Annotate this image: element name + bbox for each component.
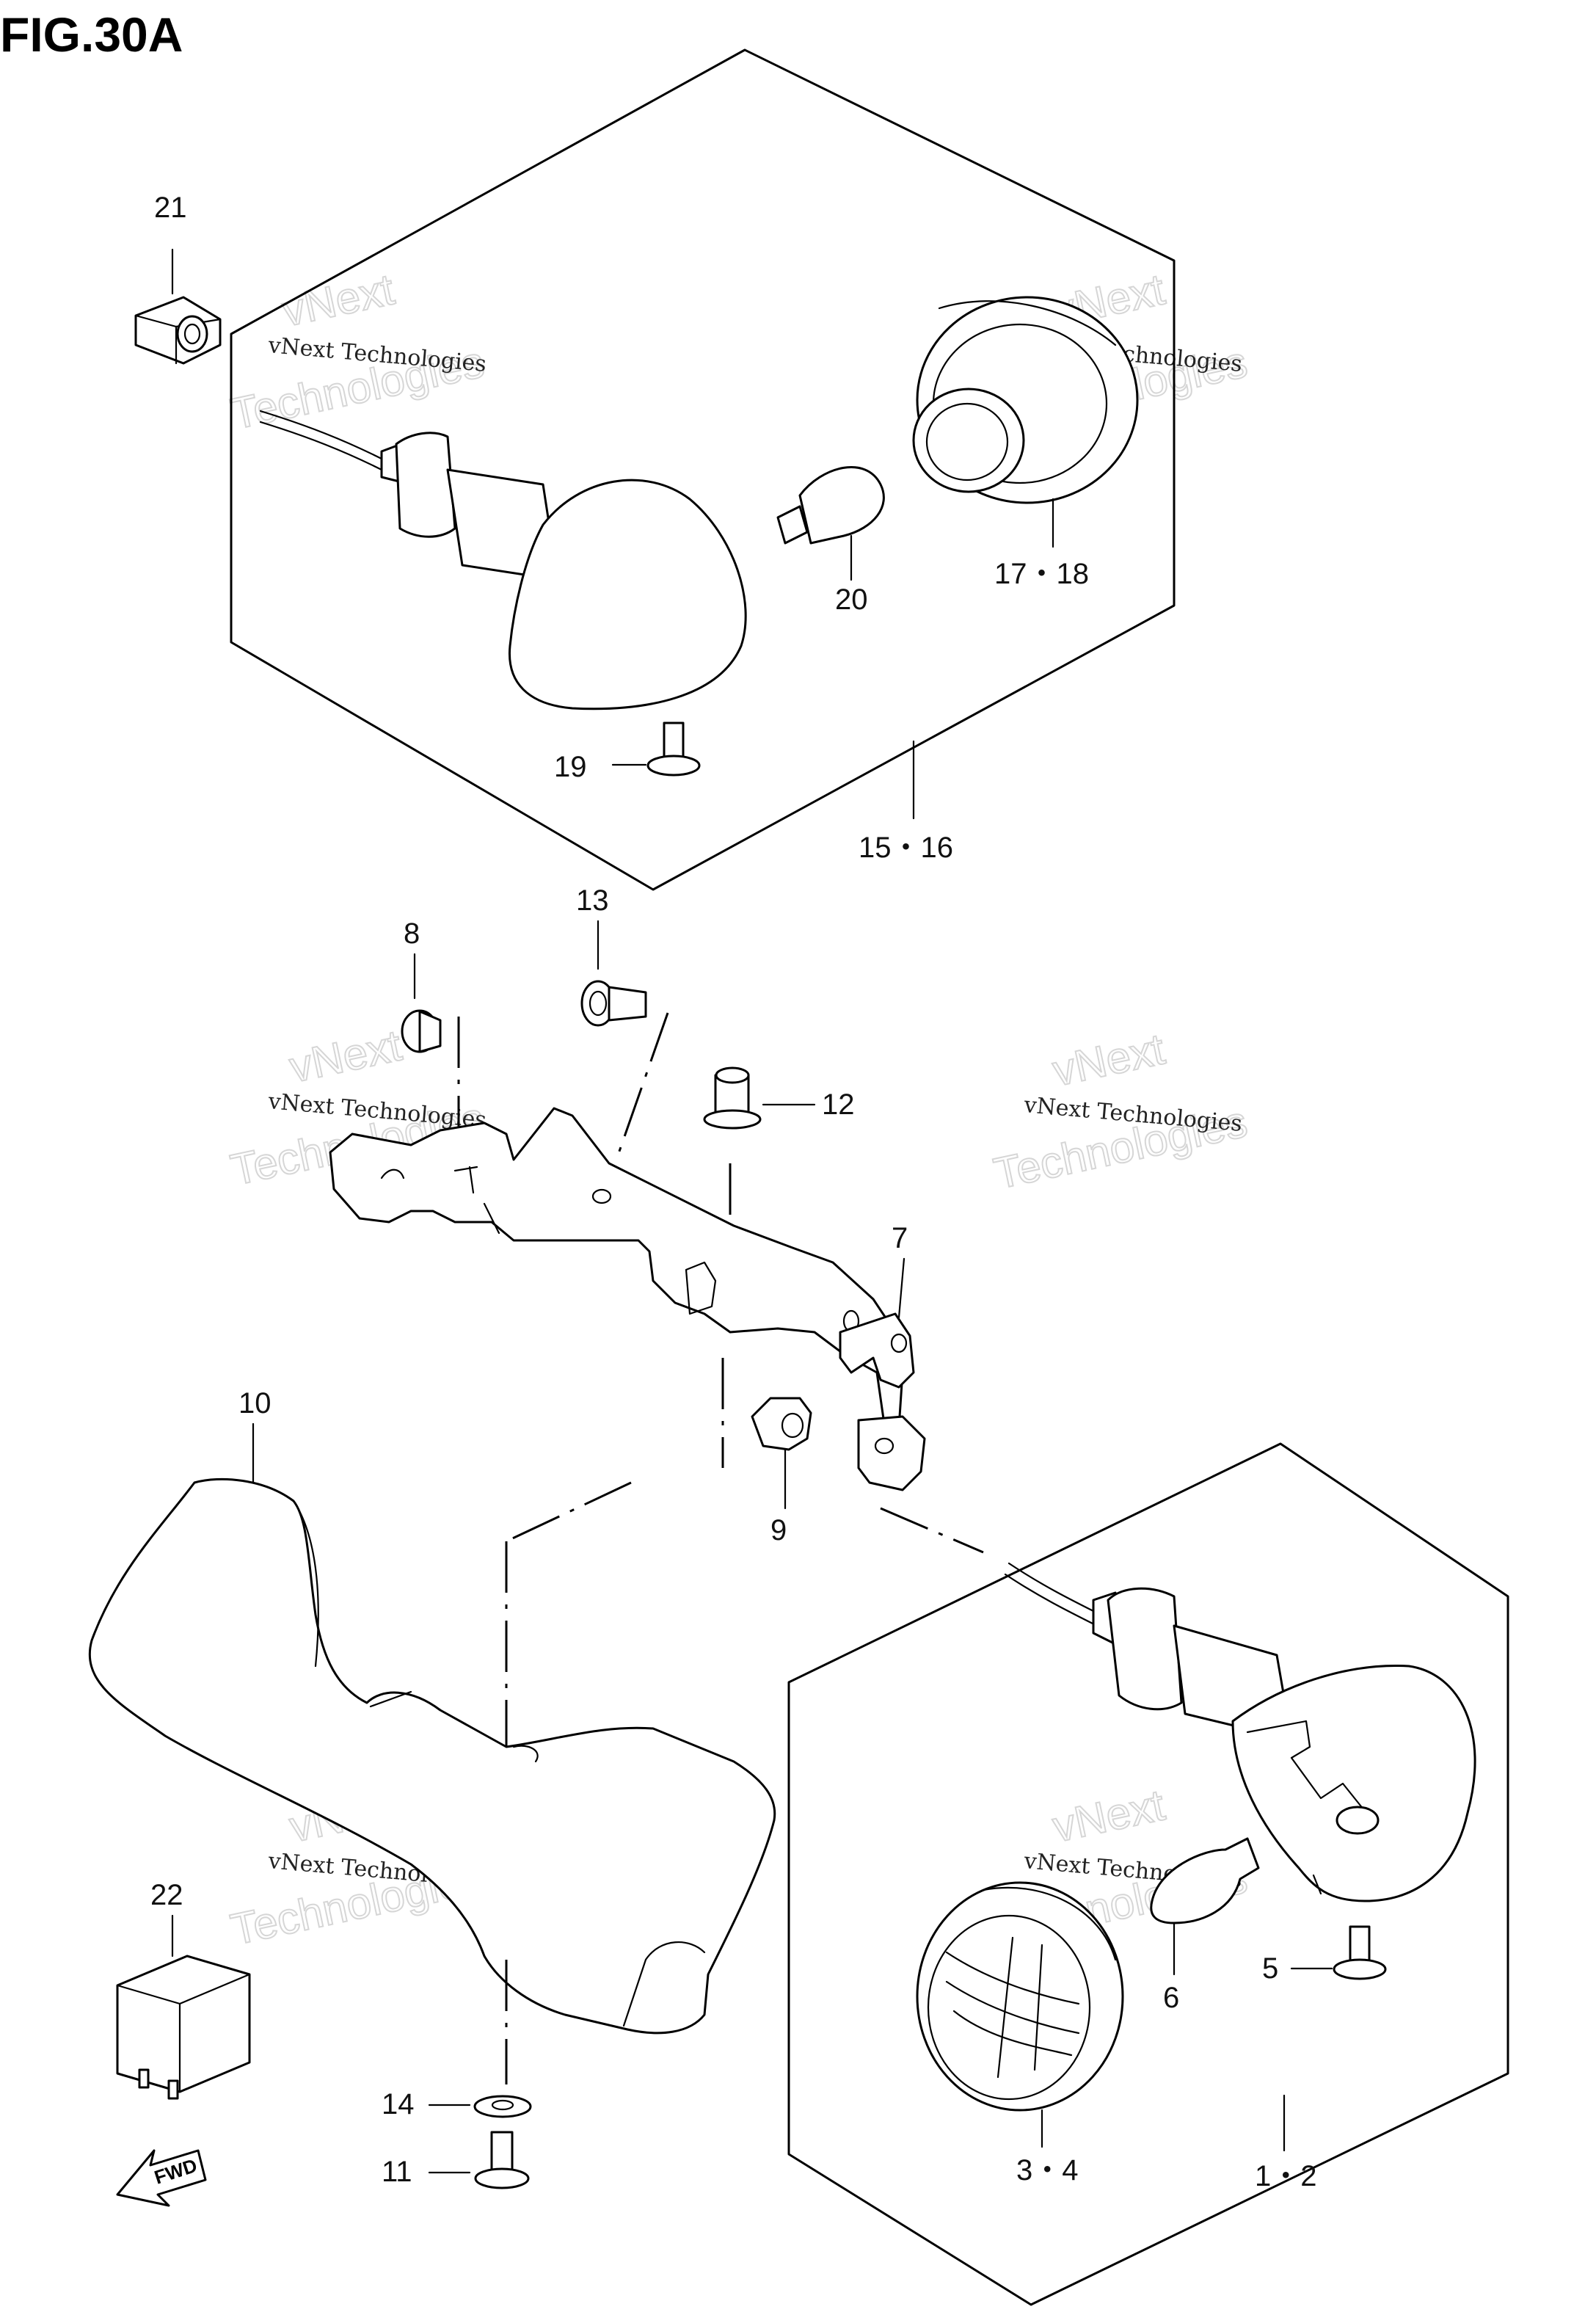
forward-arrow-icon: FWD xyxy=(116,2149,207,2207)
screw-part-11 xyxy=(428,2131,530,2189)
callout-11: 11 xyxy=(382,2156,412,2188)
callout-20: 20 xyxy=(835,584,868,616)
lower-lamp-housing xyxy=(1004,1562,1476,1902)
callout-8: 8 xyxy=(404,917,420,950)
screw-part-19 xyxy=(611,721,701,777)
bulb-part-6 xyxy=(1150,1837,1260,1976)
watermark-group-1: vNext Technologies vNext Technologies xyxy=(226,263,489,439)
watermark-outline-top: vNext xyxy=(1049,1024,1169,1095)
callout-3-4: 3・4 xyxy=(1016,2154,1079,2186)
callout-17-18: 17・18 xyxy=(994,558,1089,590)
collar-part-12 xyxy=(703,1066,816,1130)
assembly-line-10b xyxy=(506,1481,632,1543)
washer-part-14 xyxy=(428,2095,532,2118)
callout-14: 14 xyxy=(382,2088,415,2120)
bolt-part-13 xyxy=(580,920,647,1027)
callout-19: 19 xyxy=(554,751,587,783)
grommet-part-8 xyxy=(401,953,442,1053)
screw-part-5 xyxy=(1290,1925,1387,1980)
assembly-line-9 xyxy=(880,1507,984,1554)
upper-assembly-frame xyxy=(230,48,1176,891)
bulb-part-20 xyxy=(776,466,885,581)
nut-part-9 xyxy=(751,1397,812,1510)
relay-part-22 xyxy=(116,1914,251,2100)
nut-part-21 xyxy=(134,248,222,365)
callout-1-2: 1・2 xyxy=(1255,2160,1317,2192)
lower-assembly-frame xyxy=(787,1442,1509,2306)
lens-rim-part-17-18 xyxy=(912,296,1139,548)
figure-title: FIG.30A xyxy=(0,7,183,62)
callout-5: 5 xyxy=(1262,1952,1278,1985)
callout-9: 9 xyxy=(770,1514,787,1546)
assembly-line-13 xyxy=(615,1012,669,1160)
callout-15-16: 15・16 xyxy=(859,832,953,864)
callout-13: 13 xyxy=(576,884,609,917)
callout-22: 22 xyxy=(150,1879,183,1911)
lens-part-3-4 xyxy=(916,1881,1124,2148)
callout-6: 6 xyxy=(1163,1982,1179,2014)
callout-7: 7 xyxy=(892,1222,908,1254)
callout-12: 12 xyxy=(822,1088,855,1121)
callout-21: 21 xyxy=(154,192,187,224)
bracket-part-7 xyxy=(329,1107,926,1491)
cover-part-10 xyxy=(88,1422,776,2035)
upper-lamp-housing xyxy=(259,410,747,710)
callout-10: 10 xyxy=(238,1387,272,1419)
watermark-group-4: vNext Technologies vNext Technologies xyxy=(989,1023,1253,1199)
watermark-outline-top: vNext xyxy=(1049,1780,1169,1851)
watermark-outline-top: vNext xyxy=(285,1020,406,1091)
